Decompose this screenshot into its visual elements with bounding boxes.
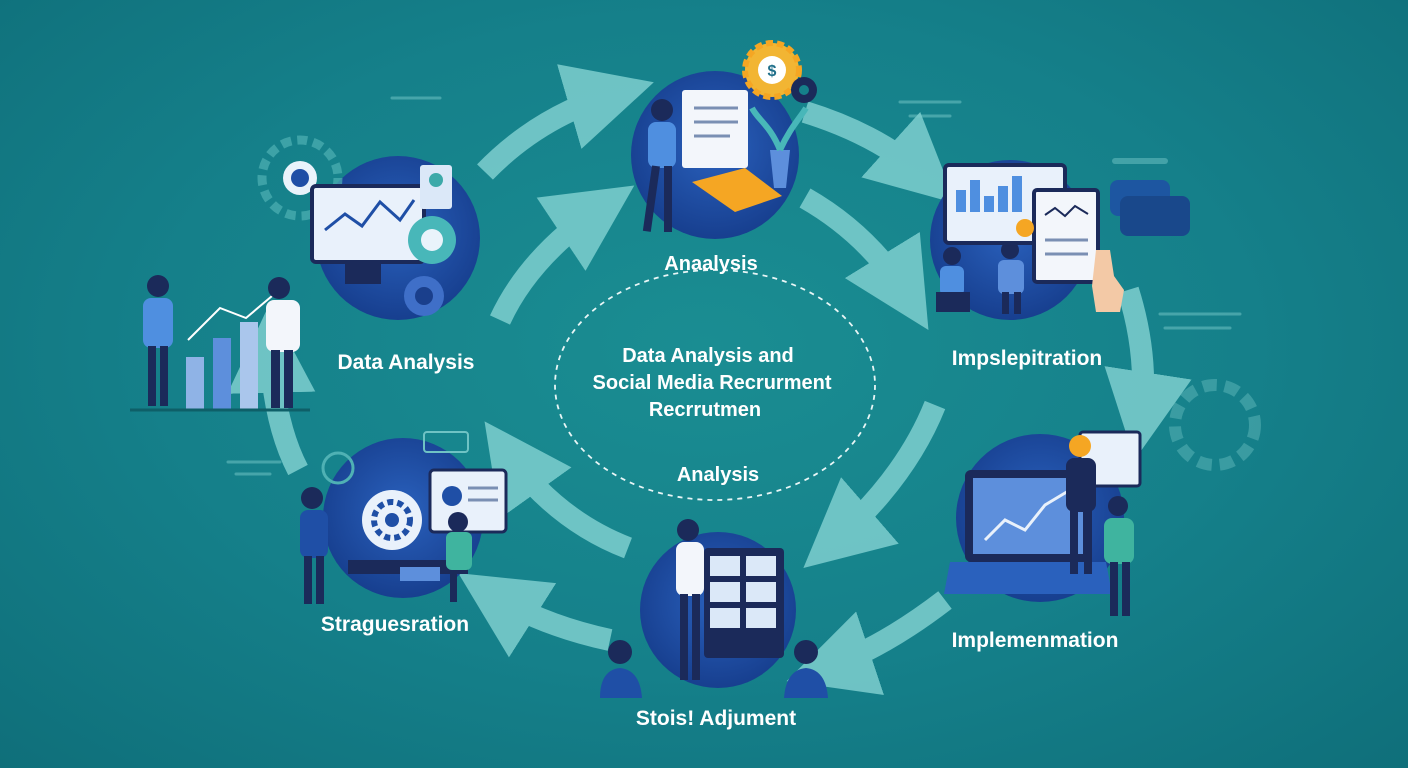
lightbulb-icon bbox=[1016, 219, 1034, 237]
folder-icon bbox=[692, 168, 782, 212]
center-title-line2: Social Media Recrurment bbox=[593, 372, 832, 394]
center-dashed-ellipse bbox=[554, 269, 876, 501]
center-title-line3: Recrrutmen bbox=[649, 399, 761, 421]
arrow-bottom-to-left bbox=[458, 573, 613, 658]
node-top: $ bbox=[631, 40, 817, 239]
laptop-icon bbox=[944, 470, 1112, 594]
person-icon bbox=[936, 247, 970, 312]
gear-icon bbox=[442, 486, 462, 506]
gear-icon bbox=[1169, 379, 1261, 471]
node-impsleptration: Impslepitration bbox=[930, 158, 1190, 370]
person-icon bbox=[676, 519, 704, 680]
node-label: Stois! Adjument bbox=[636, 707, 796, 730]
person-icon bbox=[784, 640, 828, 698]
node-strategisation: Straguesration bbox=[300, 431, 508, 636]
gear-icon bbox=[257, 135, 343, 221]
center-top-label: Anaalysis bbox=[664, 253, 757, 275]
person-icon bbox=[998, 241, 1024, 314]
keyboard-icon bbox=[400, 567, 440, 581]
arrow-inner-up bbox=[490, 185, 635, 325]
gear-icon bbox=[404, 276, 444, 316]
chat-bubble-icon bbox=[1110, 158, 1190, 236]
arrow-bottomright-to-bottom bbox=[786, 591, 952, 696]
node-data-analysis: Data Analysis bbox=[130, 135, 480, 412]
node-label: Implemenmation bbox=[952, 629, 1119, 652]
document-icon bbox=[682, 90, 748, 168]
person-icon bbox=[143, 275, 173, 406]
svg-text:$: $ bbox=[768, 63, 777, 80]
person-icon bbox=[300, 487, 328, 604]
center-title-line1: Data Analysis and bbox=[622, 345, 794, 367]
arrow-inner-left bbox=[484, 421, 633, 559]
user-circle-icon bbox=[321, 451, 355, 485]
monitor-icon bbox=[310, 184, 426, 264]
person-icon bbox=[1066, 435, 1096, 574]
person-icon bbox=[446, 512, 472, 602]
gear-icon bbox=[791, 77, 817, 103]
person-icon bbox=[642, 99, 676, 232]
center-bottom-label: Analysis bbox=[677, 464, 759, 486]
line-chart-icon bbox=[324, 199, 416, 232]
bar-chart-icon bbox=[956, 176, 1022, 212]
hand-icon bbox=[1092, 250, 1124, 312]
dollar-gear-icon: $ bbox=[742, 40, 802, 100]
node-implementation: Implemenmation bbox=[944, 379, 1261, 652]
cycle-arrows bbox=[227, 64, 1192, 696]
gear-icon bbox=[362, 490, 422, 550]
person-icon bbox=[1104, 496, 1134, 616]
arrow-inner-right bbox=[799, 188, 929, 330]
chat-bubble-icon bbox=[423, 431, 469, 453]
person-icon bbox=[266, 277, 300, 408]
node-label: Data Analysis bbox=[338, 351, 475, 374]
arrow-right-down bbox=[1104, 286, 1192, 460]
arrow-left-up bbox=[227, 304, 316, 476]
node-adjustment: Stois! Adjument bbox=[600, 519, 828, 730]
arrow-to-top bbox=[477, 64, 654, 180]
arrow-inner-down bbox=[803, 400, 946, 569]
node-label: Straguesration bbox=[321, 613, 469, 636]
document-icon bbox=[1032, 188, 1100, 284]
plant-icon bbox=[770, 150, 790, 188]
dashboard-panel-icon bbox=[704, 548, 784, 658]
node-label: Impslepitration bbox=[952, 347, 1103, 370]
bar-chart-icon bbox=[130, 295, 310, 412]
person-icon bbox=[600, 640, 642, 698]
gear-icon bbox=[408, 216, 456, 264]
arrow-top-to-right bbox=[801, 101, 957, 204]
